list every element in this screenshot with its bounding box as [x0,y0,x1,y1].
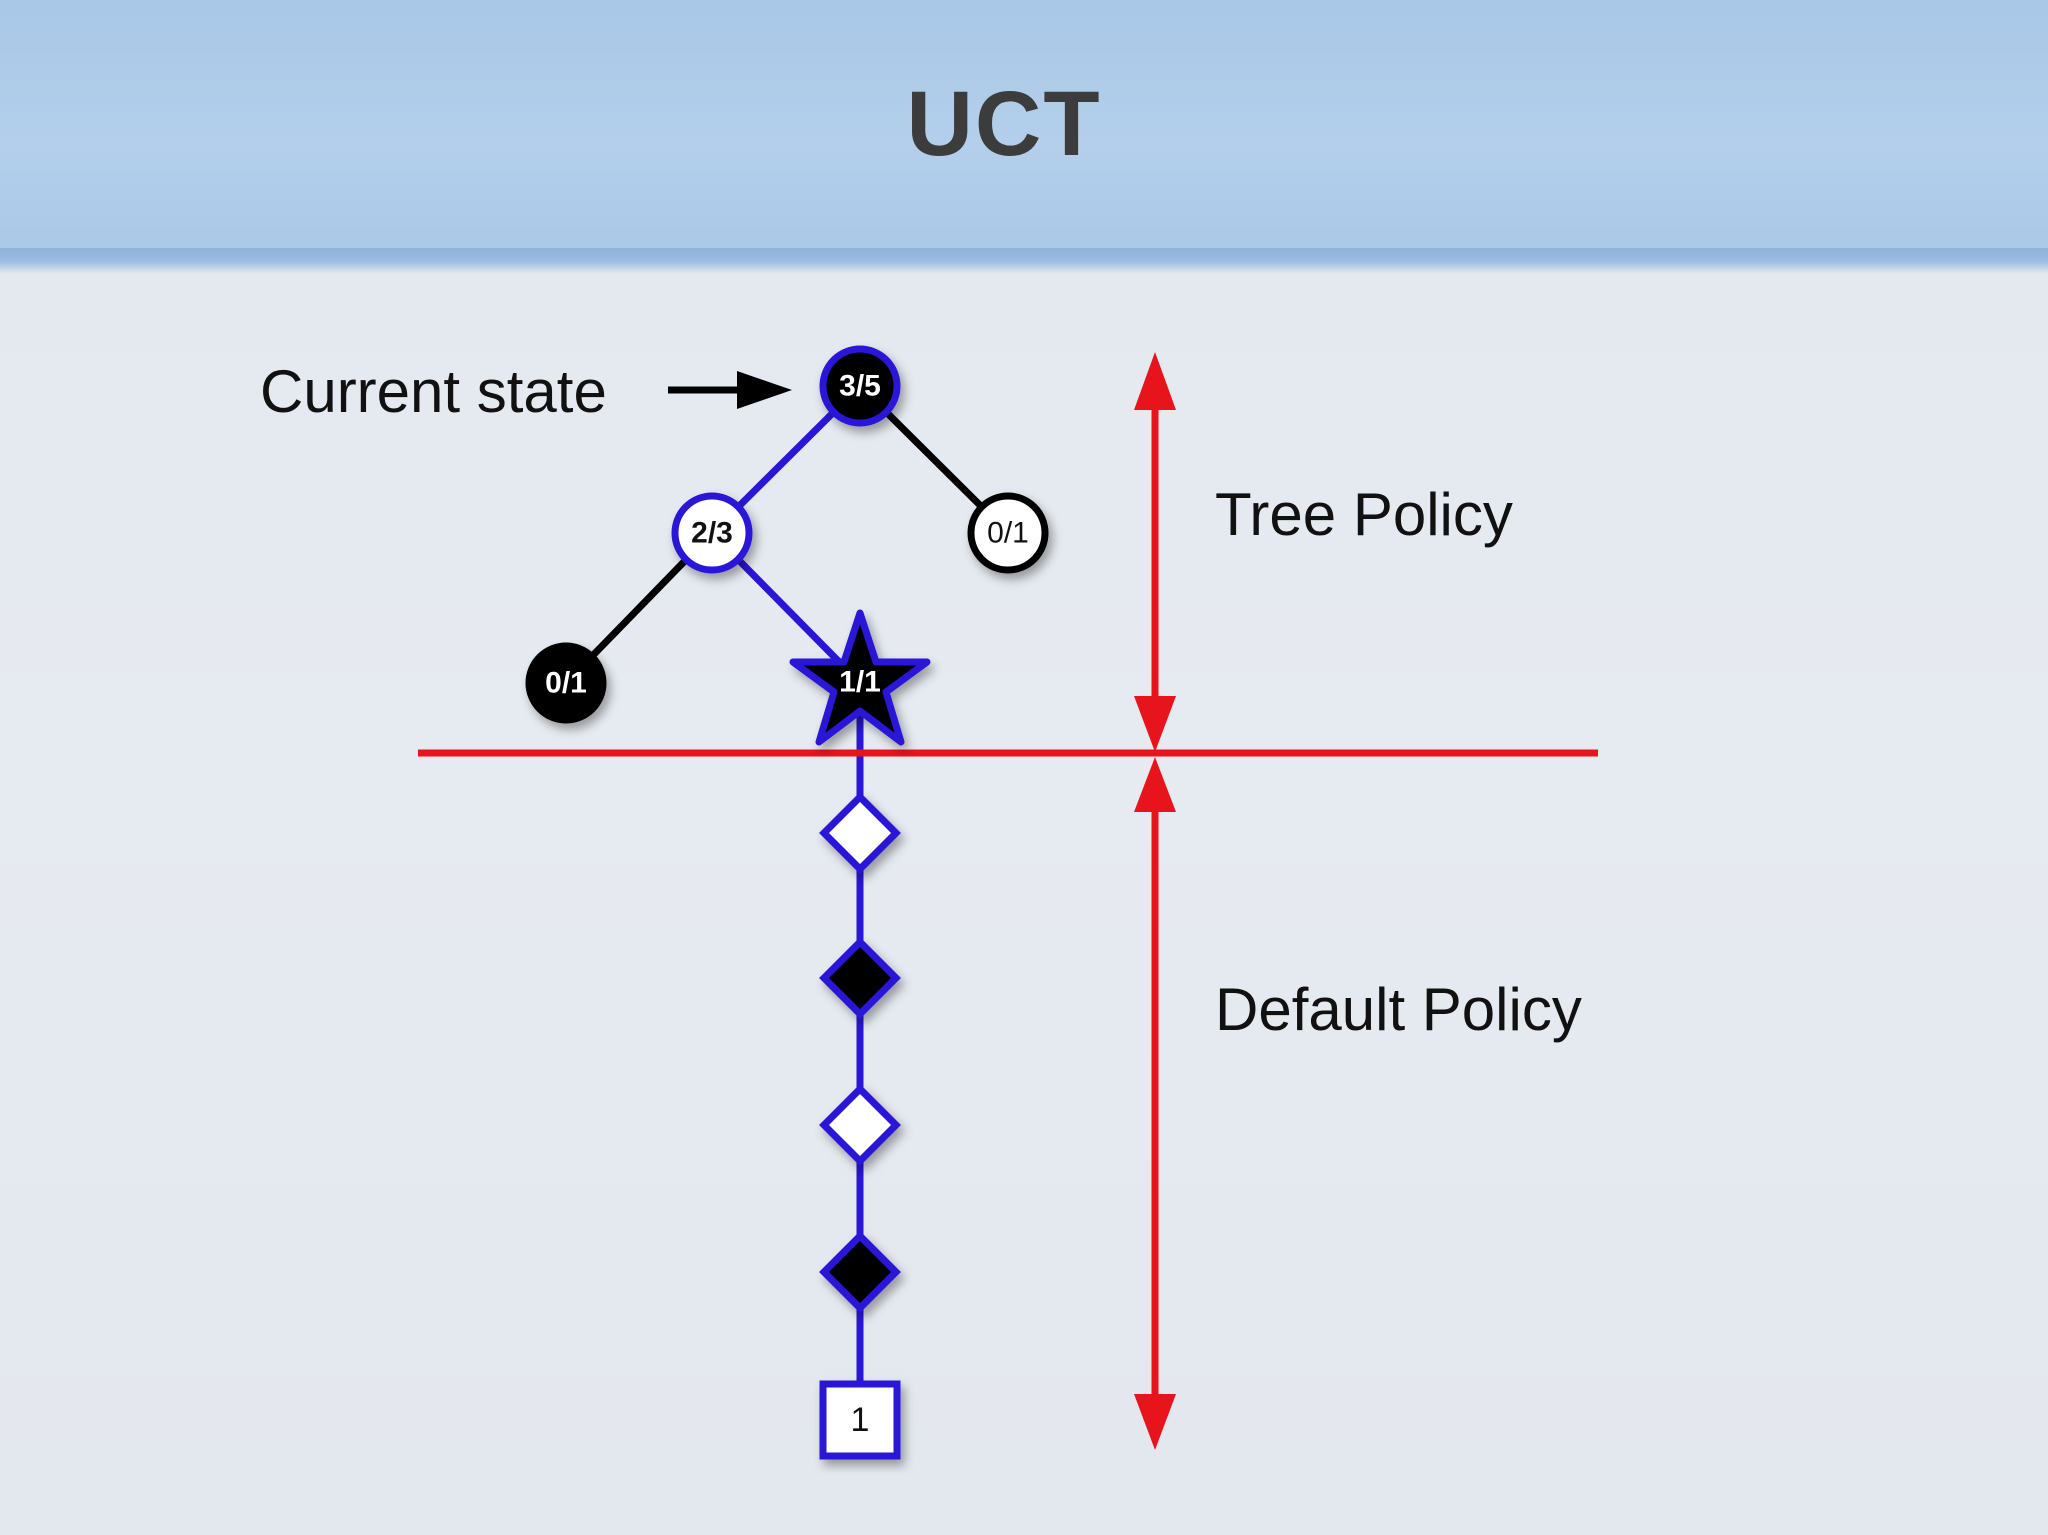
rollout-diamond-2 [819,937,901,1019]
rollout-diamond-3 [819,1084,901,1166]
default-policy-arrow [1134,757,1176,1450]
node-left [671,492,753,574]
node-right [967,492,1049,574]
current-state-arrow [668,371,792,409]
tree-policy-arrow [1134,352,1176,752]
node-root-label: 3/5 [839,370,881,403]
title-bar-edge [0,248,2048,274]
default-policy-label: Default Policy [1215,976,1582,1043]
node-star-label: 1/1 [839,666,881,699]
title-bar [0,0,2048,262]
tree-policy-label: Tree Policy [1215,481,1513,548]
node-right-label: 0/1 [987,517,1029,550]
current-state-label: Current state [260,358,607,425]
node-left-left [525,642,607,724]
slide-title: UCT [906,73,1102,175]
rollout-diamond-4 [819,1231,901,1313]
node-star-icon [789,609,931,746]
node-left-label: 2/3 [691,517,733,550]
node-root [819,345,901,427]
node-left-left-label: 0/1 [545,667,587,700]
terminal-node-label: 1 [851,1401,870,1439]
rollout-diamond-1 [819,792,901,874]
terminal-node [819,1380,901,1460]
